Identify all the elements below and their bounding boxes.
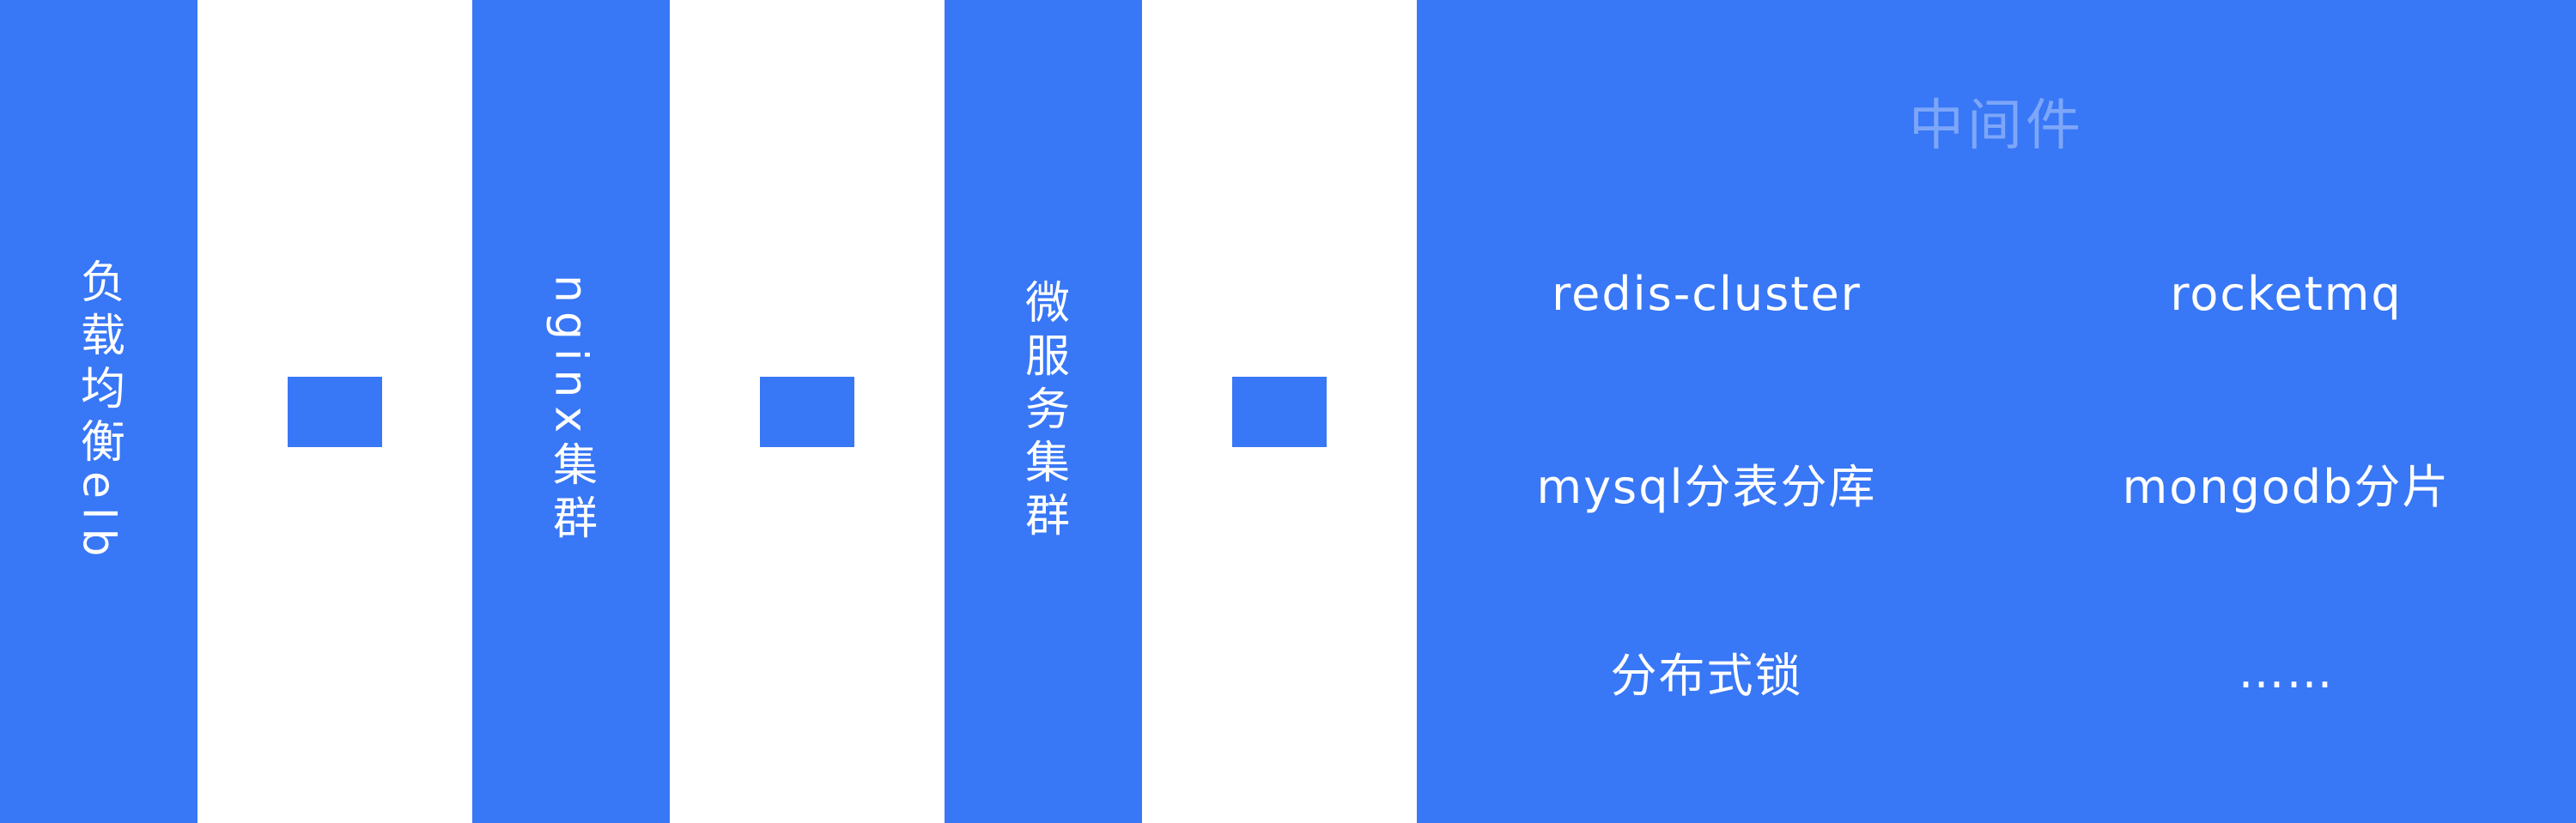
middleware-item-rocketmq: rocketmq: [2170, 266, 2403, 321]
middleware-item-mysql-sharding: mysql分表分库: [1536, 459, 1877, 514]
connector-square-icon: [760, 376, 854, 447]
connector-2: [670, 0, 945, 823]
layer-microservice-cluster-label: 微服务集群: [1017, 278, 1069, 545]
middleware-item-ellipsis: ……: [2238, 644, 2335, 699]
layer-load-balancer-label: 负载均衡elb: [72, 257, 125, 566]
connector-square-icon: [288, 376, 382, 447]
middleware-item-mongodb-sharding: mongodb分片: [2122, 459, 2451, 514]
connector-1: [197, 0, 472, 823]
connector-3: [1142, 0, 1417, 823]
layer-nginx-cluster-label: nginx集群: [544, 275, 597, 548]
connector-square-icon: [1232, 376, 1327, 447]
middleware-item-redis-cluster: redis-cluster: [1552, 266, 1862, 321]
middleware-panel-title: 中间件: [1909, 94, 2084, 158]
layer-microservice-cluster: 微服务集群: [945, 0, 1142, 823]
middleware-grid: redis-cluster rocketmq mysql分表分库 mongodb…: [1417, 199, 2576, 766]
layer-load-balancer: 负载均衡elb: [0, 0, 197, 823]
middleware-panel: 中间件 redis-cluster rocketmq mysql分表分库 mon…: [1417, 0, 2576, 823]
middleware-item-distributed-lock: 分布式锁: [1610, 648, 1803, 703]
layer-nginx-cluster: nginx集群: [472, 0, 670, 823]
